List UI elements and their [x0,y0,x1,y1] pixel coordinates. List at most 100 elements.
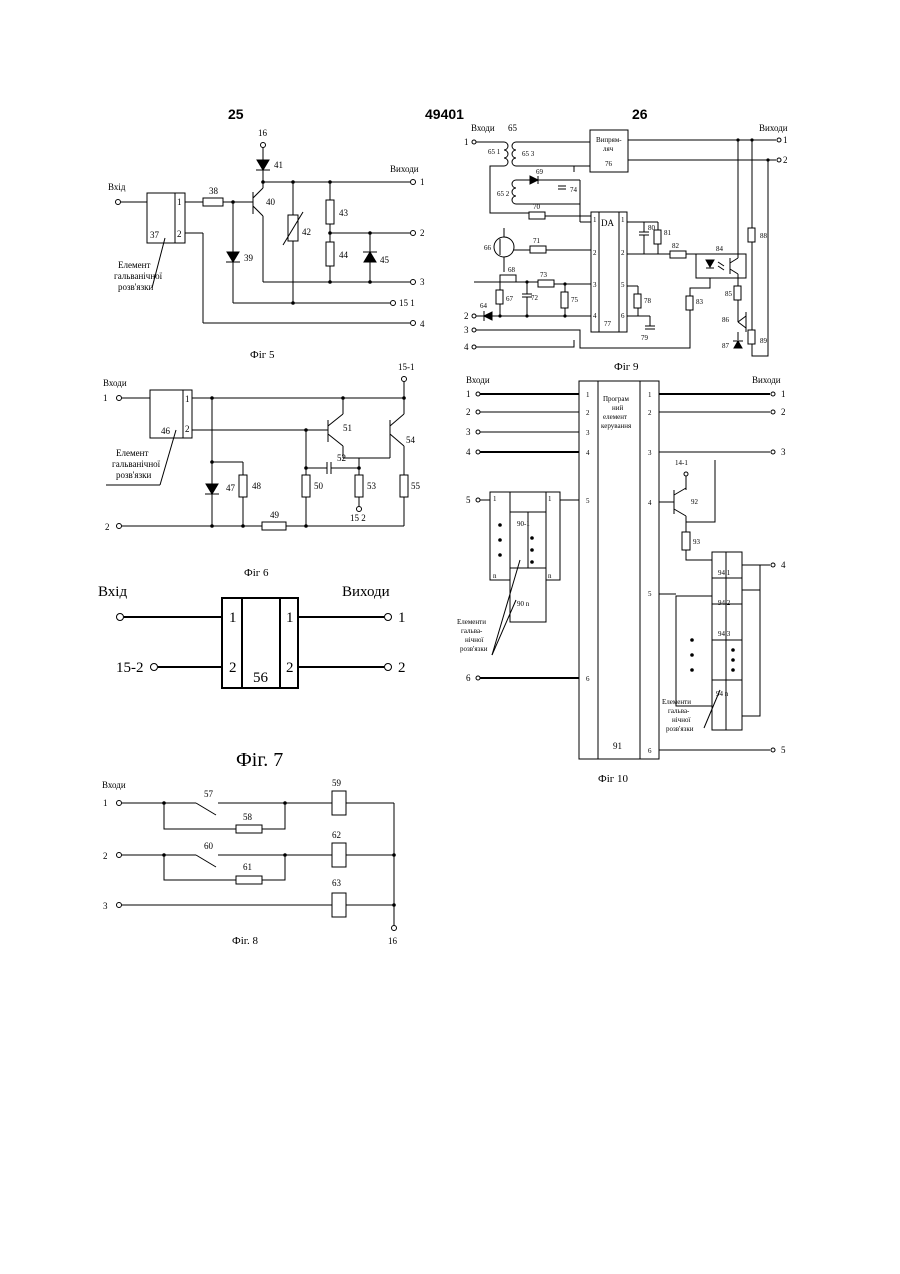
fig10-right-pin-4: 4 [648,499,652,507]
patent-number: 49401 [425,106,464,122]
fig8-relay-coil-63 [332,893,346,917]
fig6-in-2: 2 [105,522,110,532]
fig5-out-1: 1 [420,177,425,187]
fig9-ref-65-1: 65 1 [488,148,501,156]
fig10-ref-94-3: 94 3 [718,630,731,638]
fig9-ref-74: 74 [570,186,578,194]
fig9-resistor-78 [634,294,641,308]
fig10-left-pin-2: 2 [586,409,590,417]
fig9-ref-76: 76 [605,160,613,168]
fig6-caption: Фіг 6 [244,567,269,579]
fig10-ref-94-2: 94 2 [718,599,731,607]
svg-text:5: 5 [621,281,625,289]
fig5-ref-42: 42 [302,227,311,237]
fig10-ref-14-1: 14-1 [675,459,688,467]
fig8-relay-coil-59 [332,791,346,815]
fig6-element-label-3: розв'язки [116,470,151,480]
fig10-out-2: 2 [781,407,786,417]
fig10-left-pin-6: 6 [586,675,590,683]
fig10-left-label-4: розв'язки [460,645,488,653]
fig6-ref-47: 47 [226,483,236,493]
fig10-right-label-4: розв'язки [666,725,694,733]
fig10-ref-93: 93 [693,538,701,546]
svg-text:1: 1 [548,495,552,503]
fig6-ref-15-2: 15 2 [350,513,366,523]
fig7-caption: Фіг. 7 [236,749,283,771]
fig10-controller-label-1: Програм [603,395,630,403]
fig8-resistor-58 [236,825,262,833]
fig9-ref-72: 72 [531,294,539,302]
fig6-ref-51: 51 [343,423,352,433]
fig9-ref-88: 88 [760,232,768,240]
fig9-ref-77: 77 [604,320,612,328]
right-page-number: 26 [632,106,648,122]
fig5-input-label: Вхід [108,182,126,192]
fig6-ref-53: 53 [367,481,377,491]
fig5-ref-38: 38 [209,186,219,196]
fig9-ref-86: 86 [722,316,730,324]
fig5-caption: Фіг 5 [250,349,275,361]
fig10-in-5: 5 [466,495,471,505]
fig9-ref-68: 68 [508,266,516,274]
fig9-inputs-label: Входи [471,123,495,133]
left-page-number: 25 [228,106,244,122]
fig8-ref-63: 63 [332,878,342,888]
fig7-out-2: 2 [398,660,406,676]
fig9-resistor-83 [686,296,693,310]
fig9-ref-70: 70 [533,203,541,211]
fig9-ref-65-3: 65 3 [522,150,535,158]
fig5-ref-16: 16 [258,128,268,138]
fig10-right-pin-2: 2 [648,409,652,417]
fig10-control-element-91 [579,381,659,759]
fig9-out-1: 1 [783,135,788,145]
fig9-ref-71: 71 [533,237,541,245]
fig9-ref-73: 73 [540,271,548,279]
fig6-element-label-2: гальванічної [112,459,161,469]
svg-text:1: 1 [621,216,625,224]
fig6-ref-46: 46 [161,426,171,436]
svg-text:2: 2 [593,249,597,257]
svg-text:n: n [548,572,552,580]
fig9-resistor-89 [748,330,755,344]
fig10-ref-92: 92 [691,498,699,506]
svg-text:1: 1 [493,495,497,503]
fig9-ref-66: 66 [484,244,492,252]
fig9-rectifier-label-1: Випрям- [596,136,622,144]
fig10-ref-90-1: 90-1 [517,520,530,528]
figure-5: Вхід 37 1 2 Елемент гальванічної розв'яз… [108,128,425,361]
fig6-resistor-53 [355,475,363,497]
fig5-resistor-43 [326,200,334,224]
fig10-resistor-93 [682,532,690,550]
fig5-ref-45: 45 [380,255,390,265]
fig9-resistor-73 [538,280,554,287]
fig9-ref-80: 80 [648,224,656,232]
fig10-left-label-3: нічної [465,636,483,644]
fig10-caption: Фіг 10 [598,773,629,785]
fig9-in-3: 3 [464,325,469,335]
fig9-da-label: DA [601,218,614,228]
fig10-out-3: 3 [781,447,786,457]
fig10-in-6: 6 [466,673,471,683]
fig9-ref-87: 87 [722,342,730,350]
fig5-out-3: 3 [420,277,425,287]
fig10-in-3: 3 [466,427,471,437]
fig5-pin-2: 2 [177,229,182,239]
fig9-in-4: 4 [464,342,469,352]
fig10-ref-91: 91 [613,741,622,751]
fig5-element-label-3: розв'язки [118,282,153,292]
fig9-out-2: 2 [783,155,788,165]
fig10-in-1: 1 [466,389,471,399]
fig9-ref-75: 75 [571,296,579,304]
svg-text:4: 4 [593,312,597,320]
fig7-ref-56: 56 [253,670,269,686]
fig6-ref-48: 48 [252,481,262,491]
fig8-caption: Фіг. 8 [232,935,259,947]
fig7-right-pin-1: 1 [286,610,294,626]
fig10-ref-94-1: 94 1 [718,569,731,577]
fig5-ref-39: 39 [244,253,254,263]
fig7-left-pin-2: 2 [229,660,237,676]
fig9-sensor-66 [494,237,514,257]
fig10-controller-label-2: ний [612,404,623,412]
figure-8: Входи 1 57 58 59 2 60 61 62 3 [102,778,398,947]
